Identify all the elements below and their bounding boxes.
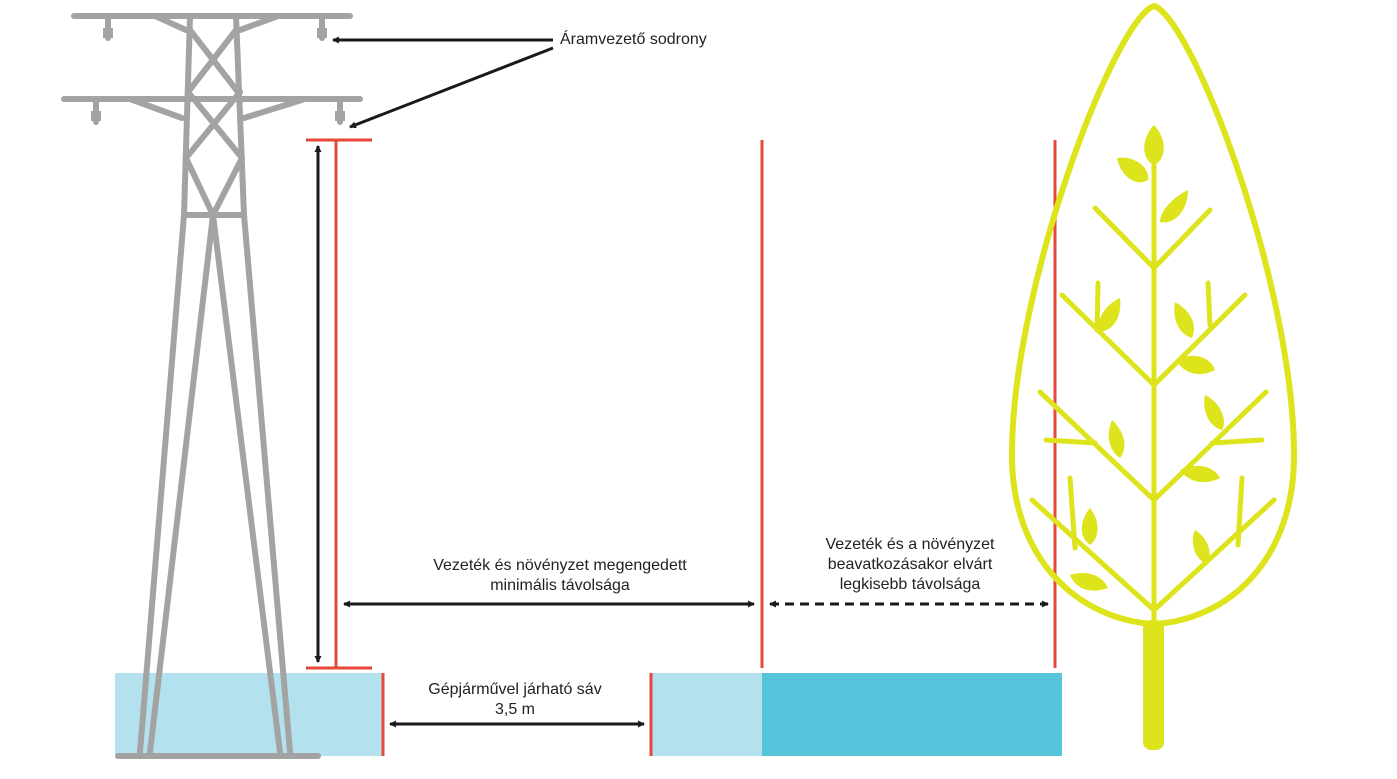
tree-icon <box>1008 2 1298 750</box>
intervention-distance-label: Vezeték és a növényzet beavatkozásakor e… <box>790 535 1030 595</box>
dimension-arrows <box>314 36 1050 728</box>
insulators <box>91 28 345 121</box>
ground-strip-right <box>762 673 1062 756</box>
vehicle-lane-label-line2: 3,5 m <box>494 701 535 718</box>
conductor-pointer-lower <box>349 46 554 129</box>
min-distance-label-line2: minimális távolsága <box>490 577 630 594</box>
min-distance-label: Vezeték és növényzet megengedett minimál… <box>380 556 740 596</box>
min-distance-label-line1: Vezeték és növényzet megengedett <box>433 557 687 574</box>
transmission-tower-icon <box>61 13 363 759</box>
ground-strip-middle <box>651 673 762 756</box>
intervention-distance-label-line2: beavatkozásakor elvárt <box>827 556 993 573</box>
intervention-distance-label-line1: Vezeték és a növényzet <box>825 536 995 553</box>
limit-lines <box>306 138 1057 756</box>
conductor-label: Áramvezető sodrony <box>560 31 707 48</box>
vehicle-lane-label: Gépjárművel járható sáv 3,5 m <box>405 680 625 720</box>
intervention-distance-label-line3: legkisebb távolsága <box>839 576 981 593</box>
vehicle-lane-label-line1: Gépjárművel járható sáv <box>428 681 602 698</box>
